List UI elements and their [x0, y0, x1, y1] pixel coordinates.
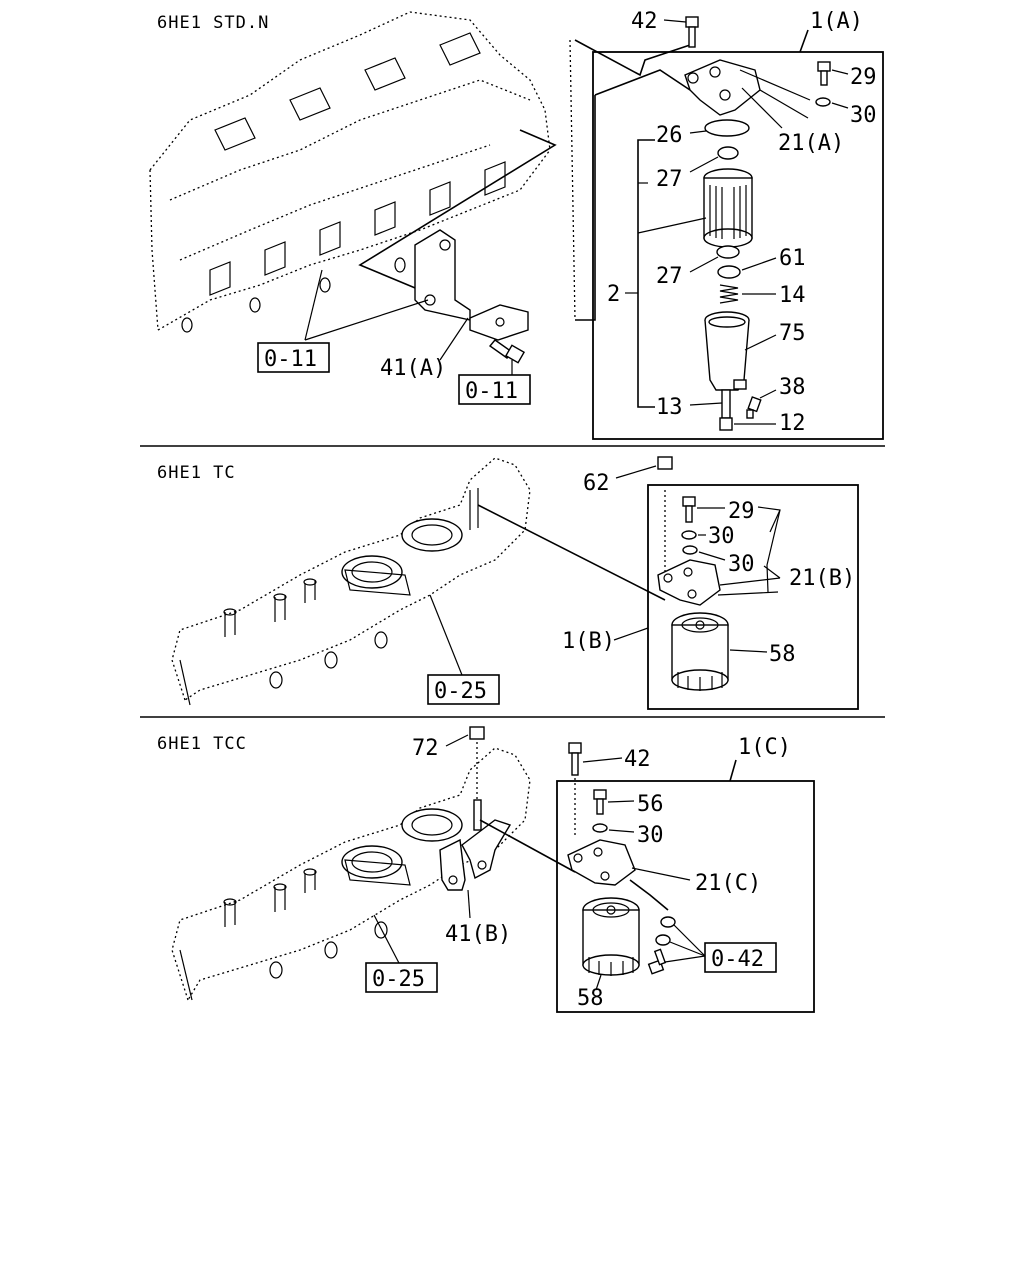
label-1a: 1(A) — [810, 9, 863, 34]
washer-0-42a-icon — [660, 916, 676, 928]
label-21c: 21(C) — [695, 871, 761, 896]
bracket-41b — [439, 819, 512, 891]
bolt-42-icon — [685, 16, 699, 48]
label-21b: 21(B) — [789, 566, 855, 591]
engine-block-std — [149, 11, 551, 333]
ref-0-11-right: 0-11 — [465, 379, 518, 404]
filter-element-icon — [703, 168, 753, 248]
ref-0-42: 0-42 — [711, 947, 764, 972]
label-1b: 1(B) — [562, 629, 615, 654]
seal-27-top-icon — [717, 146, 739, 160]
label-75: 75 — [779, 321, 806, 346]
label-62: 62 — [583, 471, 610, 496]
label-41a: 41(A) — [380, 356, 446, 381]
label-1c: 1(C) — [738, 735, 791, 760]
ref-box-0-42 — [704, 942, 777, 973]
bolt-29-icon — [817, 61, 831, 86]
washer-30a-icon — [681, 530, 697, 540]
assembly-box-1b — [647, 484, 859, 710]
nut-62-icon — [657, 456, 673, 470]
spring-14-icon — [719, 284, 739, 304]
washer-61-icon — [717, 265, 741, 279]
bolt-42-tcc-icon — [568, 742, 582, 776]
plug-12-icon — [719, 417, 733, 431]
section-title-std: 6HE1 STD.N — [157, 13, 269, 33]
label-42-tcc: 42 — [624, 747, 651, 772]
nut-72-icon — [469, 726, 485, 740]
filter-head-21b — [657, 559, 721, 606]
label-72: 72 — [412, 736, 439, 761]
ref-box-0-25-tc — [427, 674, 500, 705]
seal-27-bottom-icon — [716, 245, 740, 259]
ref-0-25-tcc: 0-25 — [372, 967, 425, 992]
ref-box-0-25-tcc — [365, 962, 438, 993]
label-27-bottom: 27 — [656, 264, 683, 289]
label-41b: 41(B) — [445, 922, 511, 947]
label-29: 29 — [850, 65, 877, 90]
section-title-tcc: 6HE1 TCC — [157, 734, 247, 754]
bolt-41a-icon — [488, 339, 526, 364]
label-21a: 21(A) — [778, 131, 844, 156]
label-58-tcc: 58 — [577, 986, 604, 1011]
label-38: 38 — [779, 375, 806, 400]
label-2: 2 — [607, 282, 620, 307]
bolt-0-42-icon — [647, 948, 667, 975]
label-58-tc: 58 — [769, 642, 796, 667]
filter-head-21c — [567, 839, 636, 886]
assembly-box-1a — [592, 51, 884, 440]
label-29-tc: 29 — [728, 499, 755, 524]
label-30-tcc: 30 — [637, 823, 664, 848]
dashed-link-std — [358, 129, 557, 291]
label-14: 14 — [779, 283, 806, 308]
label-30a-tc: 30 — [708, 524, 735, 549]
label-13: 13 — [656, 395, 683, 420]
link-line-tcc — [479, 819, 576, 873]
oil-filter-58-tc-icon — [671, 612, 729, 691]
label-26: 26 — [656, 123, 683, 148]
label-42: 42 — [631, 9, 658, 34]
label-12: 12 — [779, 411, 806, 436]
label-61: 61 — [779, 246, 806, 271]
section-title-tc: 6HE1 TC — [157, 463, 236, 483]
filter-bowl-75 — [704, 311, 750, 391]
assembly-box-1c — [556, 780, 815, 1013]
label-56: 56 — [637, 792, 664, 817]
washer-30b-icon — [682, 545, 698, 555]
ref-box-0-11-right — [458, 374, 531, 405]
link-line-tc — [477, 504, 666, 601]
oring-26-icon — [704, 119, 750, 137]
ref-0-25-tc: 0-25 — [434, 679, 487, 704]
exhaust-manifold-tc — [171, 457, 531, 706]
washer-30-icon — [815, 97, 831, 107]
label-27-top: 27 — [656, 167, 683, 192]
label-30: 30 — [850, 103, 877, 128]
oil-filter-58-tcc-icon — [582, 897, 640, 976]
washer-30-tcc-icon — [592, 823, 608, 833]
ref-0-11-left: 0-11 — [264, 347, 317, 372]
ref-box-0-11-left — [257, 342, 330, 373]
screw-38-icon — [746, 396, 762, 419]
bolt-29-tc-icon — [682, 496, 696, 523]
bracket-41a — [414, 229, 529, 341]
filter-head-21a — [684, 59, 761, 116]
label-30b-tc: 30 — [728, 552, 755, 577]
washer-0-42b-icon — [655, 934, 671, 946]
drain-13-icon — [721, 389, 731, 419]
bolt-56-icon — [593, 789, 607, 815]
exhaust-manifold-tcc — [171, 747, 531, 1002]
